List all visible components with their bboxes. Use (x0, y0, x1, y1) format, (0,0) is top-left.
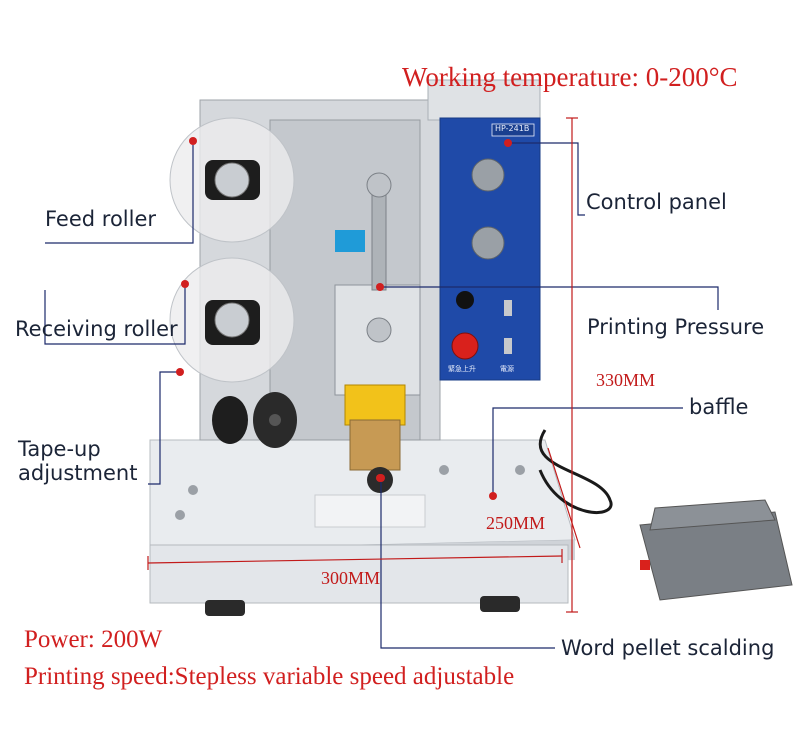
panel-model-label: HP-241B (495, 124, 530, 133)
word-pellet-label: Word pellet scalding (561, 636, 775, 660)
baffle-leader (492, 407, 683, 493)
printing-pressure-label: Printing Pressure (587, 315, 765, 339)
baffle-label: baffle (689, 395, 749, 419)
panel-emergency-label: 緊急上升 (448, 365, 476, 373)
panel-power-label: 電源 (500, 365, 514, 373)
leader-dots (176, 137, 512, 500)
thumb-screws (175, 465, 525, 520)
feed-roller-leader (45, 145, 194, 244)
feed-roller (169, 117, 295, 243)
power-spec-label: Power: 200W (24, 626, 163, 653)
feed-roller-label: Feed roller (45, 207, 157, 231)
printing-speed-label: Printing speed:Stepless variable speed a… (24, 663, 515, 690)
depth-dimension-label: 250MM (486, 513, 546, 533)
receiving-roller-label: Receiving roller (15, 317, 178, 341)
foot-pedal (538, 429, 793, 601)
dimension-lines (147, 117, 581, 613)
working-temperature-label: Working temperature: 0-200°C (402, 62, 738, 92)
receiving-roller (169, 257, 295, 383)
tape-up-leader (148, 371, 180, 485)
width-dimension-label: 300MM (321, 568, 381, 588)
tape-up-label-line2: adjustment (18, 461, 138, 485)
control-panel-leader (508, 142, 585, 216)
control-panel (427, 79, 541, 381)
printing-pressure-leader (380, 286, 719, 310)
control-panel-label: Control panel (586, 190, 727, 214)
receiving-roller-leader (44, 287, 186, 345)
word-pellet-leader (380, 480, 555, 649)
leader-lines (44, 142, 719, 649)
height-dimension-label: 330MM (596, 370, 656, 390)
tape-up-label-line1: Tape-up (18, 437, 101, 461)
base-plate (149, 439, 576, 616)
width-dimension-line (147, 555, 563, 564)
tape-up-rollers (212, 392, 297, 448)
depth-dimension-line (547, 447, 581, 549)
